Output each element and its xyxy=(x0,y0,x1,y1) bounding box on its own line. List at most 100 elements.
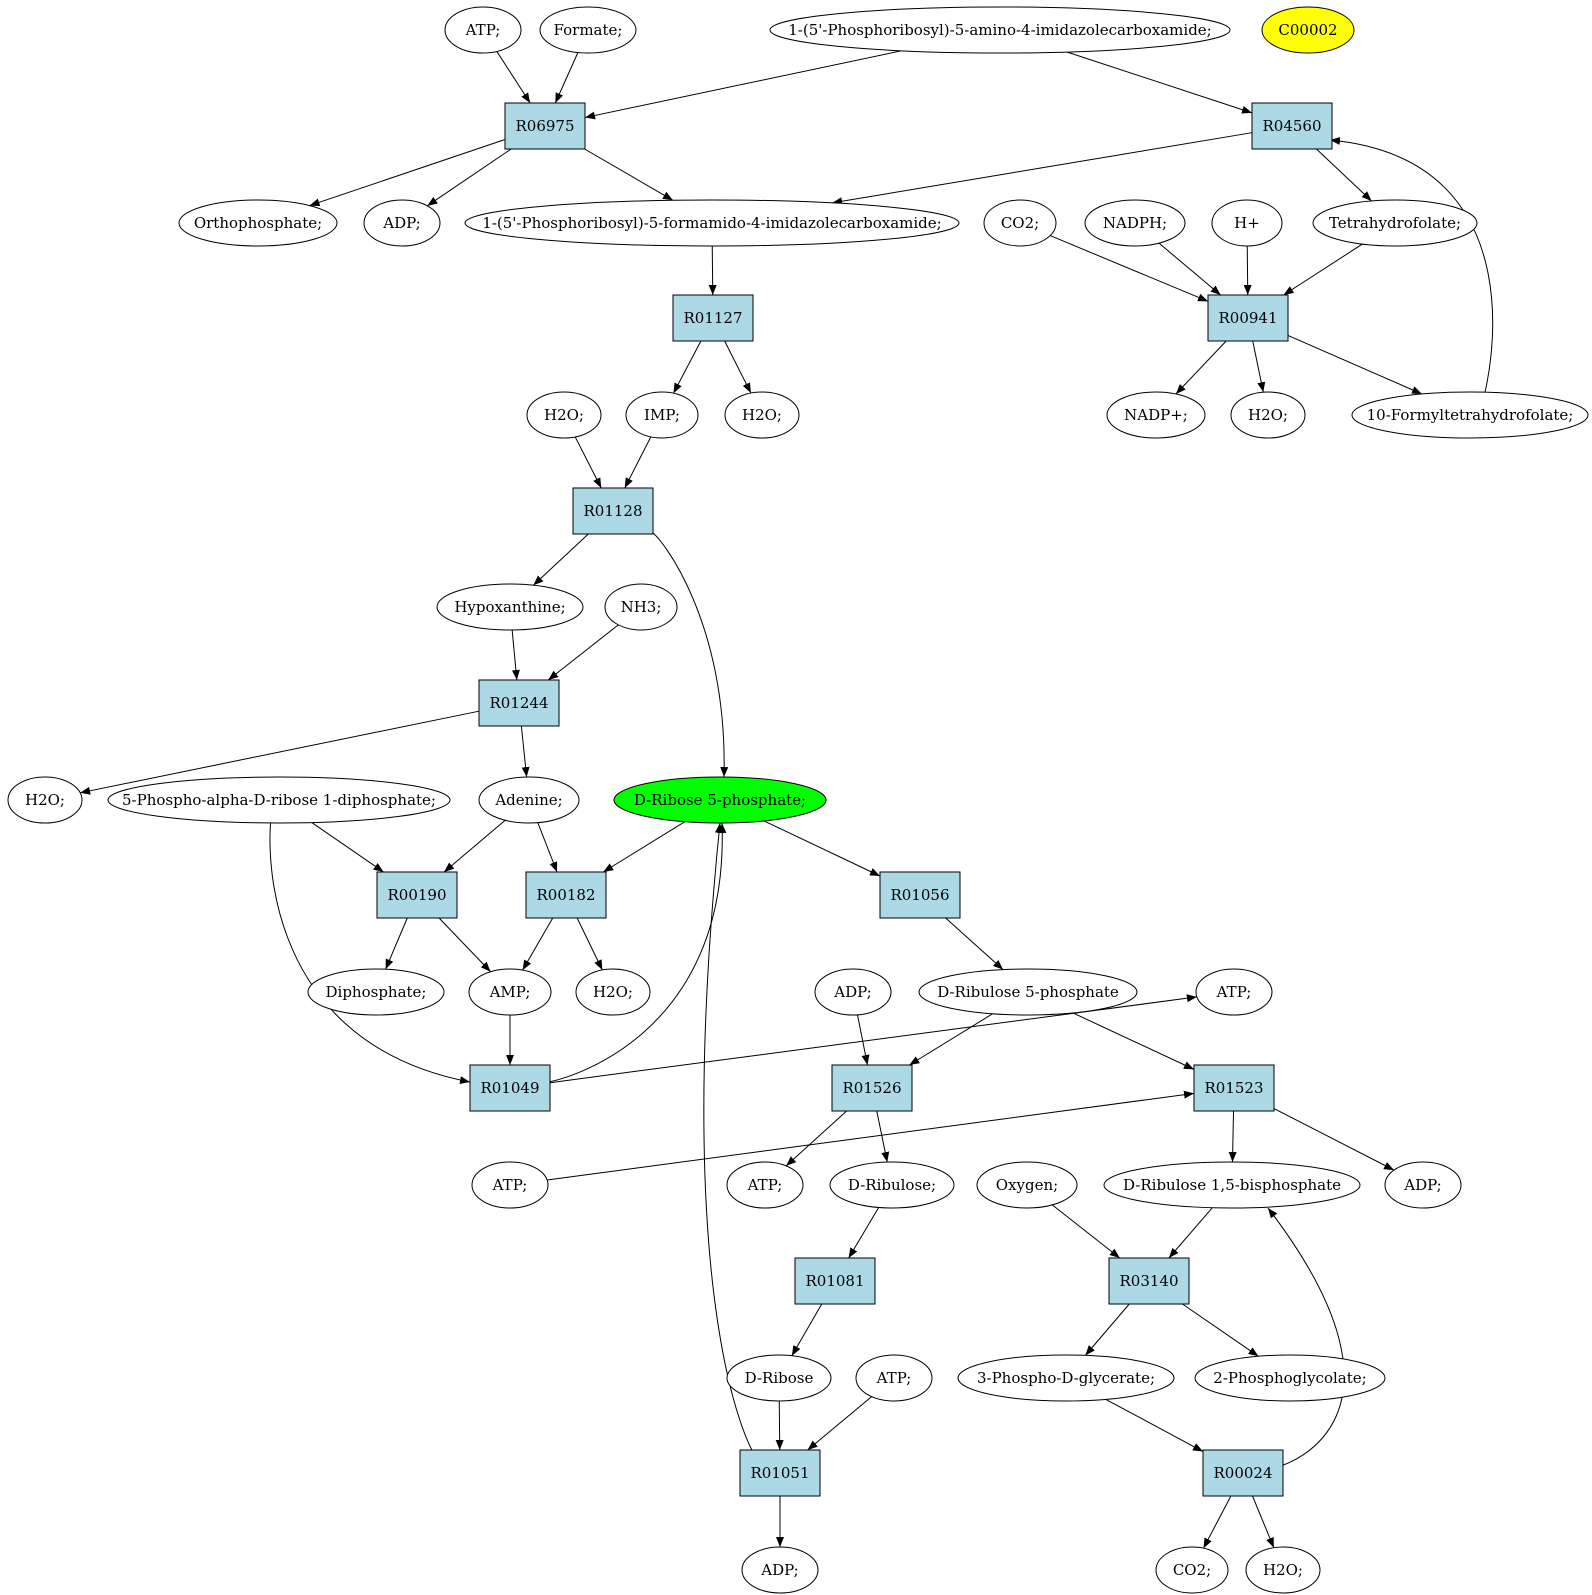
node-label: NADPH; xyxy=(1103,214,1167,232)
reaction-node-r00182: R00182 xyxy=(525,871,607,919)
node-label: R06975 xyxy=(515,117,574,135)
node-label: R01244 xyxy=(489,694,548,712)
edge-r01244-to-h2o4 xyxy=(80,710,480,795)
edge-r04560-to-thf xyxy=(1316,148,1372,202)
node-label: NH3; xyxy=(621,598,662,616)
node-layer: ATP; Formate; 1-(5'-Phosphoribosyl)-5-amin… xyxy=(7,6,1589,1594)
reaction-box xyxy=(1202,1449,1284,1497)
compound-ellipse xyxy=(625,391,699,439)
reaction-box xyxy=(1207,294,1289,342)
compound-node-atp5: ATP; xyxy=(855,1354,933,1402)
reaction-box xyxy=(504,102,586,150)
edge-r03140-to-pglycolate xyxy=(1182,1303,1259,1357)
edge-r01081-to-dribose xyxy=(791,1303,823,1356)
reaction-box xyxy=(672,294,754,342)
edge-adp2-to-r01526 xyxy=(857,1014,870,1066)
edge-hplus-to-r00941 xyxy=(1243,245,1252,296)
node-label: R04560 xyxy=(1262,117,1321,135)
edge-r00182-to-amp xyxy=(522,917,554,971)
reaction-node-r01128: R01128 xyxy=(572,487,654,535)
node-label: D-Ribose xyxy=(745,1369,814,1387)
node-label: D-Ribulose 1,5-bisphosphate xyxy=(1123,1176,1341,1194)
reaction-node-r01049: R01049 xyxy=(469,1064,551,1112)
compound-ellipse xyxy=(471,1161,549,1209)
edge-adenine-to-r00182 xyxy=(537,822,558,873)
reaction-node-r00024: R00024 xyxy=(1202,1449,1284,1497)
compound-node-pglycolate: 2-Phosphoglycolate; xyxy=(1194,1354,1386,1402)
reaction-box xyxy=(879,871,961,919)
node-label: Orthophosphate; xyxy=(194,214,322,232)
compound-ellipse xyxy=(769,6,1231,54)
node-label: 2-Phosphoglycolate; xyxy=(1213,1369,1366,1387)
node-label: 1-(5'-Phosphoribosyl)-5-formamido-4-imid… xyxy=(482,214,941,232)
compound-ellipse xyxy=(468,968,552,1016)
reaction-box xyxy=(572,487,654,535)
reaction-node-r00190: R00190 xyxy=(376,871,458,919)
compound-node-adp2: ADP; xyxy=(814,968,892,1016)
compound-node-r5p: D-Ribose 5-phosphate; xyxy=(613,776,827,824)
compound-ellipse xyxy=(539,6,637,54)
compound-node-amp: AMP; xyxy=(468,968,552,1016)
edge-imp-to-r01128 xyxy=(624,436,652,489)
compound-ellipse xyxy=(1351,391,1589,439)
compound-ellipse xyxy=(107,776,451,824)
edge-dribulose-to-r01081 xyxy=(848,1207,880,1259)
compound-ellipse xyxy=(363,199,441,247)
compound-ellipse xyxy=(726,1161,804,1209)
compound-node-orthophosphate: Orthophosphate; xyxy=(178,199,338,247)
node-label: R01523 xyxy=(1204,1079,1263,1097)
edge-r00190-to-diphosphate xyxy=(385,917,408,970)
node-label: R03140 xyxy=(1119,1272,1178,1290)
node-label: H2O; xyxy=(544,406,584,424)
edge-faicar-to-r01127 xyxy=(708,245,717,296)
edge-ru5p-to-r01523 xyxy=(1072,1012,1195,1070)
node-label: Tetrahydrofolate; xyxy=(1329,214,1461,232)
compound-ellipse xyxy=(1106,391,1206,439)
compound-ellipse xyxy=(604,583,678,631)
edge-r00182-to-h2o5 xyxy=(576,917,603,971)
edge-r00190-to-amp xyxy=(438,917,491,973)
compound-node-thf: Tetrahydrofolate; xyxy=(1312,199,1478,247)
edge-r06975-to-orthophosphate xyxy=(309,139,506,207)
compound-node-adp3: ADP; xyxy=(1384,1161,1462,1209)
compound-node-nadph: NADPH; xyxy=(1084,199,1186,247)
compound-ellipse xyxy=(1103,1161,1361,1209)
node-label: R01056 xyxy=(890,886,949,904)
node-label: ADP; xyxy=(382,214,420,232)
compound-node-atp4: ATP; xyxy=(726,1161,804,1209)
compound-node-rubp: D-Ribulose 1,5-bisphosphate xyxy=(1103,1161,1361,1209)
node-label: ATP; xyxy=(465,21,501,39)
reaction-node-r00941: R00941 xyxy=(1207,294,1289,342)
node-label: H2O; xyxy=(1248,406,1288,424)
compound-ellipse xyxy=(7,776,83,824)
reaction-node-r01056: R01056 xyxy=(879,871,961,919)
node-label: H2O; xyxy=(25,791,65,809)
compound-node-formate: Formate; xyxy=(539,6,637,54)
edge-r01526-to-atp4 xyxy=(785,1110,847,1167)
node-label: 5-Phospho-alpha-D-ribose 1-diphosphate; xyxy=(122,791,436,809)
node-label: 1-(5'-Phosphoribosyl)-5-amino-4-imidazol… xyxy=(788,21,1212,39)
compound-node-dribose: D-Ribose xyxy=(726,1354,832,1402)
compound-node-prpp: 5-Phospho-alpha-D-ribose 1-diphosphate; xyxy=(107,776,451,824)
node-label: C00002 xyxy=(1278,21,1337,39)
edge-aicar-to-r04560 xyxy=(1066,51,1253,114)
compound-node-co2b: CO2; xyxy=(1155,1546,1229,1594)
node-label: AMP; xyxy=(489,983,531,1001)
reaction-node-r06975: R06975 xyxy=(504,102,586,150)
edge-r01523-to-rubp xyxy=(1228,1110,1237,1163)
edge-oxygen-to-r03140 xyxy=(1051,1204,1121,1259)
node-label: ATP; xyxy=(876,1369,912,1387)
node-label: D-Ribulose 5-phosphate xyxy=(937,983,1119,1001)
edge-r5p-to-r00182 xyxy=(603,821,686,873)
edge-r06975-to-adp1 xyxy=(427,148,512,207)
edge-pga-to-r00024 xyxy=(1105,1398,1204,1452)
compound-ellipse xyxy=(526,391,602,439)
node-label: R01526 xyxy=(842,1079,901,1097)
compound-ellipse xyxy=(1230,391,1306,439)
reaction-box xyxy=(831,1064,913,1112)
node-label: Formate; xyxy=(554,21,623,39)
edge-fthf-to-r04560 xyxy=(1329,136,1494,393)
reaction-box xyxy=(1193,1064,1275,1112)
compound-ellipse xyxy=(741,1546,819,1594)
